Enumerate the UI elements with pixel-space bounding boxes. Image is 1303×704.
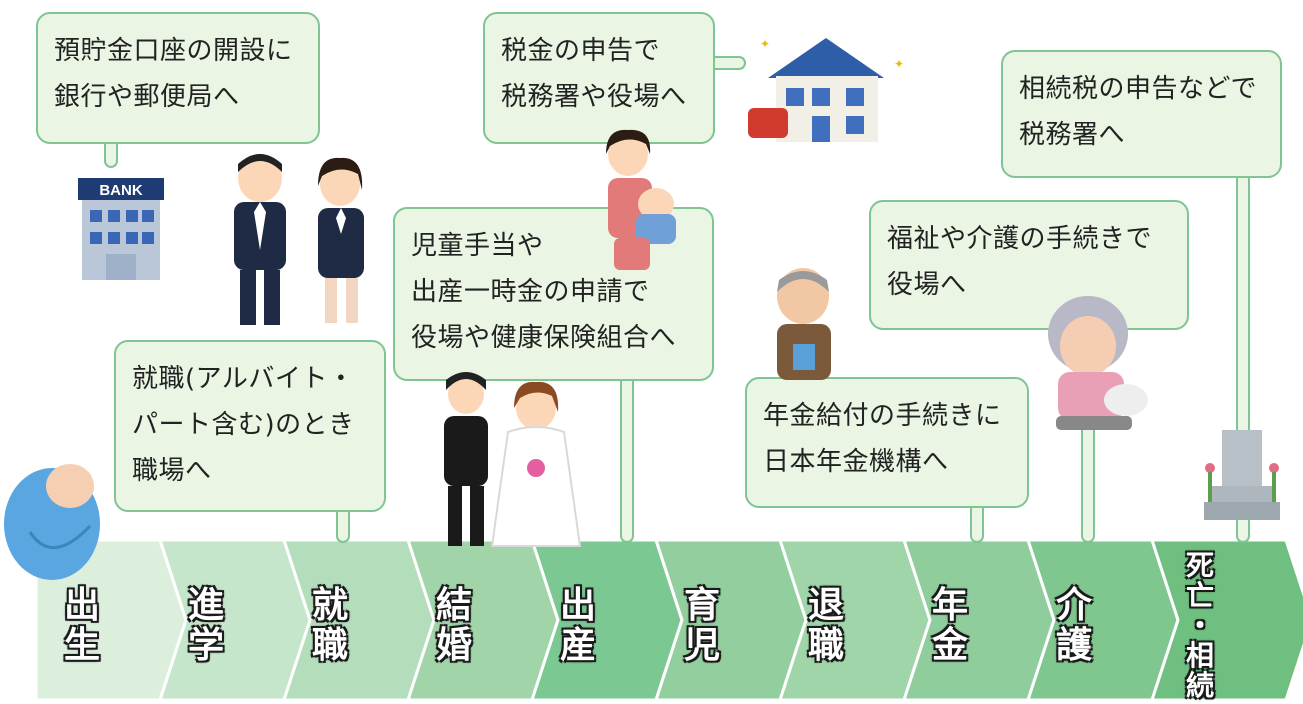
job-connector [336, 508, 350, 543]
mother-baby-illustration [606, 129, 676, 270]
newborn-baby-illustration [4, 464, 100, 580]
child-connector [620, 378, 634, 543]
stage-retirement: 退職 [807, 585, 844, 666]
stage-childbirth: 出産 [559, 585, 596, 666]
house-illustration: ✦ ✦ [748, 37, 904, 142]
stage-education: 進学 [187, 585, 224, 666]
callout-tax: 税金の申告で税務署や役場へ [483, 12, 715, 144]
tax-connector [712, 56, 746, 70]
elderly-woman-illustration [1048, 296, 1148, 430]
stage-employment: 就職 [311, 585, 348, 666]
callout-pension: 年金給付の手続きに日本年金機構へ [745, 377, 1029, 508]
callout-welfare: 福祉や介護の手続きで役場へ [869, 200, 1189, 330]
svg-text:BANK: BANK [99, 182, 142, 199]
stage-birth: 出生 [63, 585, 100, 666]
job-seekers-illustration [234, 154, 364, 325]
grave-illustration [1204, 430, 1280, 520]
pension-connector [970, 505, 984, 543]
stage-death-inheritance: 死亡・相続 [1185, 549, 1214, 702]
wedding-couple-illustration [444, 372, 582, 547]
stage-marriage: 結婚 [435, 585, 472, 666]
svg-text:✦: ✦ [760, 37, 770, 51]
stage-nursing-care: 介護 [1055, 585, 1092, 666]
stage-childcare: 育児 [683, 585, 720, 666]
callout-employment: 就職(アルバイト・パート含む)のとき職場へ [114, 340, 386, 512]
stage-pension: 年金 [931, 585, 968, 666]
bank-connector [104, 142, 118, 168]
elderly-man-illustration [777, 268, 831, 380]
bank-building-illustration: BANK [78, 178, 164, 280]
timeline-segment [1150, 538, 1303, 702]
callout-bank: 預貯金口座の開設に銀行や郵便局へ [36, 12, 320, 144]
callout-inheritance: 相続税の申告などで税務署へ [1001, 50, 1282, 178]
svg-text:✦: ✦ [894, 57, 904, 71]
